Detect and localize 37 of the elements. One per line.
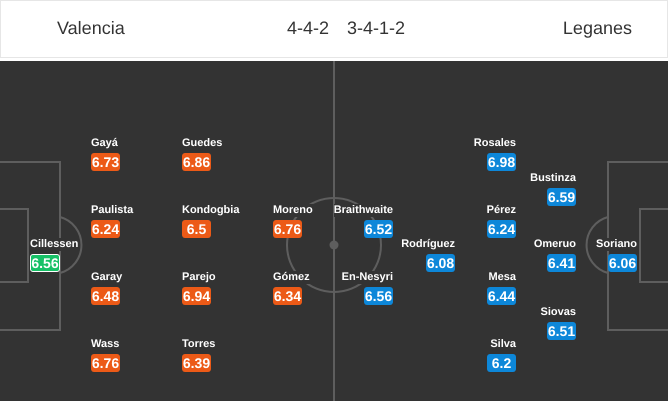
player-name: Soriano (596, 238, 637, 251)
rating-badge: 6.34 (273, 287, 302, 305)
player-name: Gayá (91, 137, 118, 150)
rating-badge: 6.86 (182, 153, 211, 171)
rating-badge: 6.41 (547, 254, 576, 272)
rating-badge: 6.76 (91, 354, 120, 372)
team-name: Leganes (562, 17, 632, 39)
rating-badge: 6.94 (182, 287, 211, 305)
rating-badge: 6.73 (91, 153, 120, 171)
player-name: Kondogbia (182, 204, 240, 217)
rating-badge: 6.5 (182, 220, 211, 238)
player-name: En-Nesyri (342, 271, 393, 284)
player-name: Rodríguez (401, 238, 455, 251)
rating-badge: 6.06 (608, 254, 637, 272)
rating-badge: 6.98 (487, 153, 516, 171)
rating-badge: 6.24 (487, 220, 516, 238)
rating-badge: 6.2 (487, 354, 516, 372)
player-name: Parejo (182, 271, 216, 284)
player-name: Garay (91, 271, 122, 284)
player-name: Cillessen (30, 238, 78, 251)
team-name: Valencia (57, 17, 125, 39)
rating-badge: 6.08 (426, 254, 455, 272)
rating-badge: 6.56 (30, 254, 60, 272)
rating-badge: 6.44 (487, 287, 516, 305)
rating-badge: 6.24 (91, 220, 120, 238)
rating-badge: 6.56 (364, 287, 393, 305)
formation: 3-4-1-2 (347, 17, 406, 39)
rating-badge: 6.48 (91, 287, 120, 305)
rating-badge: 6.51 (547, 322, 576, 340)
rating-badge: 6.39 (182, 354, 211, 372)
rating-badge: 6.52 (364, 220, 393, 238)
formation: 4-4-2 (287, 17, 330, 39)
rating-badge: 6.59 (547, 188, 576, 206)
rating-badge: 6.76 (273, 220, 302, 238)
player-name: Moreno (273, 204, 313, 217)
player-name: Braithwaite (334, 204, 393, 217)
player-name: Gómez (273, 271, 310, 284)
